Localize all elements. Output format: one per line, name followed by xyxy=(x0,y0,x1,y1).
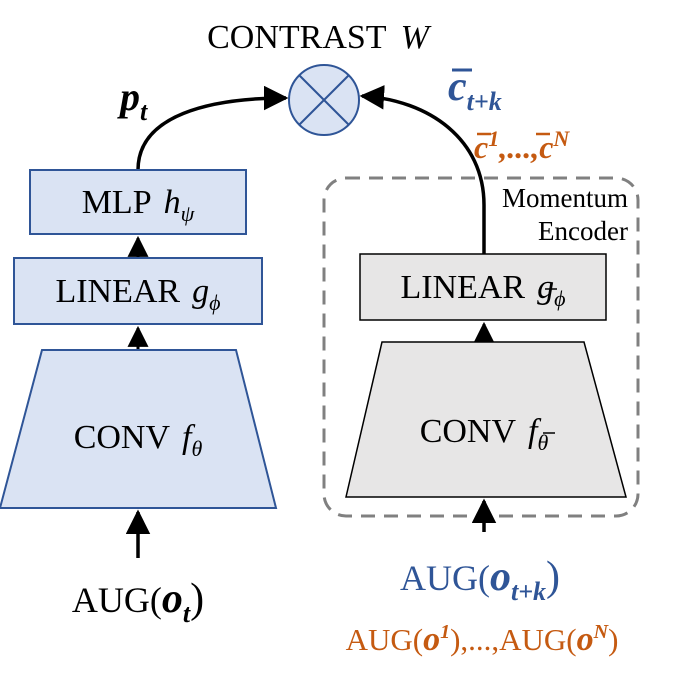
mlp-block xyxy=(29,169,247,235)
negatives-output-label: c1,...,cN xyxy=(474,126,570,165)
key-input-label: AUG(ot+k) xyxy=(400,554,560,606)
conv-block-right xyxy=(345,341,627,498)
negatives-input-label: AUG(o1),...,AUG(oN) xyxy=(346,621,619,658)
key-to-contrast-arrow xyxy=(359,85,486,254)
linear-block-left xyxy=(13,257,263,325)
key-output-label: ct+k xyxy=(448,64,502,116)
query-input-label: AUG(ot) xyxy=(72,576,204,628)
momentum-title-line1: Momentum xyxy=(502,183,628,213)
momentum-title-line2: Encoder xyxy=(538,216,628,246)
query-to-contrast-arrow xyxy=(136,85,289,171)
contrast-node xyxy=(288,64,360,136)
conv-block-left xyxy=(0,349,278,509)
query-output-label: pt xyxy=(117,74,148,126)
linear-block-right xyxy=(359,253,607,321)
